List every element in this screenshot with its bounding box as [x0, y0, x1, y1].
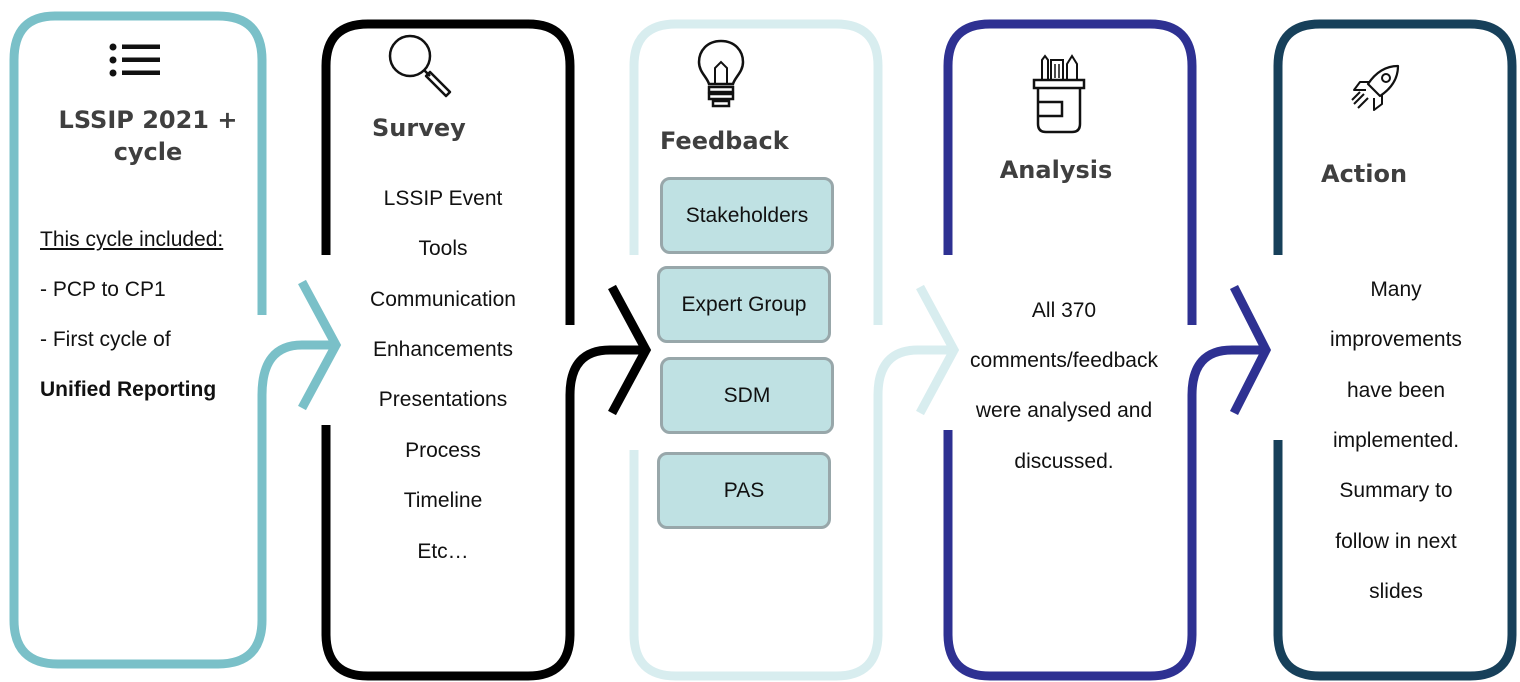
feedback-frame-bottom — [629, 395, 883, 681]
cycle-title-line2: cycle — [113, 138, 183, 166]
cycle-frame — [9, 11, 267, 669]
pencil-cup-icon — [1032, 54, 1086, 134]
feedback-box-expert-group: Expert Group — [657, 266, 831, 343]
rocket-icon — [1351, 64, 1400, 111]
survey-item-3: Communication — [370, 288, 516, 311]
feedback-frame — [629, 19, 883, 325]
cycle-item-2: - First cycle of — [40, 328, 171, 351]
cycle-item-3: Unified Reporting — [40, 378, 217, 401]
action-line-5: Summary to — [1339, 479, 1453, 502]
analysis-frame — [943, 19, 1197, 325]
action-title: Action — [1321, 160, 1408, 188]
magnifier-icon — [388, 34, 452, 98]
survey-item-4: Enhancements — [372, 338, 514, 361]
cycle-title-line1: LSSIP 2021 + — [58, 106, 238, 134]
cycle-item-1: - PCP to CP1 — [40, 278, 166, 301]
survey-frame-bottom — [321, 395, 575, 681]
action-line-3: have been — [1346, 379, 1446, 402]
analysis-line-3: were analysed and — [975, 399, 1153, 422]
analysis-title: Analysis — [999, 156, 1113, 184]
feedback-box-stakeholders: Stakeholders — [660, 177, 834, 254]
feedback-box-pas: PAS — [657, 452, 831, 529]
survey-title: Survey — [372, 114, 466, 142]
analysis-line-1: All 370 — [1031, 299, 1097, 322]
list-icon — [109, 43, 160, 77]
survey-item-2: Tools — [418, 237, 468, 260]
analysis-line-2: comments/feedback — [970, 349, 1158, 372]
analysis-frame-bottom — [943, 395, 1197, 681]
survey-item-1: LSSIP Event — [383, 187, 503, 210]
lightbulb-icon — [697, 39, 745, 108]
survey-arrow — [565, 284, 652, 416]
action-line-4: implemented. — [1332, 429, 1460, 452]
cycle-intro: This cycle included: — [40, 228, 224, 251]
feedback-title: Feedback — [660, 127, 789, 155]
action-line-1: Many — [1370, 278, 1422, 301]
action-frame — [1273, 19, 1517, 681]
action-line-2: improvements — [1330, 328, 1462, 351]
analysis-arrow — [1187, 284, 1272, 416]
survey-item-6: Process — [405, 439, 481, 462]
cycle-arrow — [257, 279, 342, 411]
action-line-7: slides — [1369, 580, 1423, 603]
survey-item-8: Etc… — [417, 540, 469, 563]
survey-item-7: Timeline — [403, 489, 483, 512]
feedback-box-sdm: SDM — [660, 357, 834, 434]
survey-item-5: Presentations — [378, 388, 508, 411]
feedback-arrow — [873, 284, 960, 416]
action-line-6: follow in next — [1335, 530, 1457, 553]
analysis-line-4: discussed. — [1014, 450, 1114, 473]
survey-frame — [321, 19, 575, 325]
